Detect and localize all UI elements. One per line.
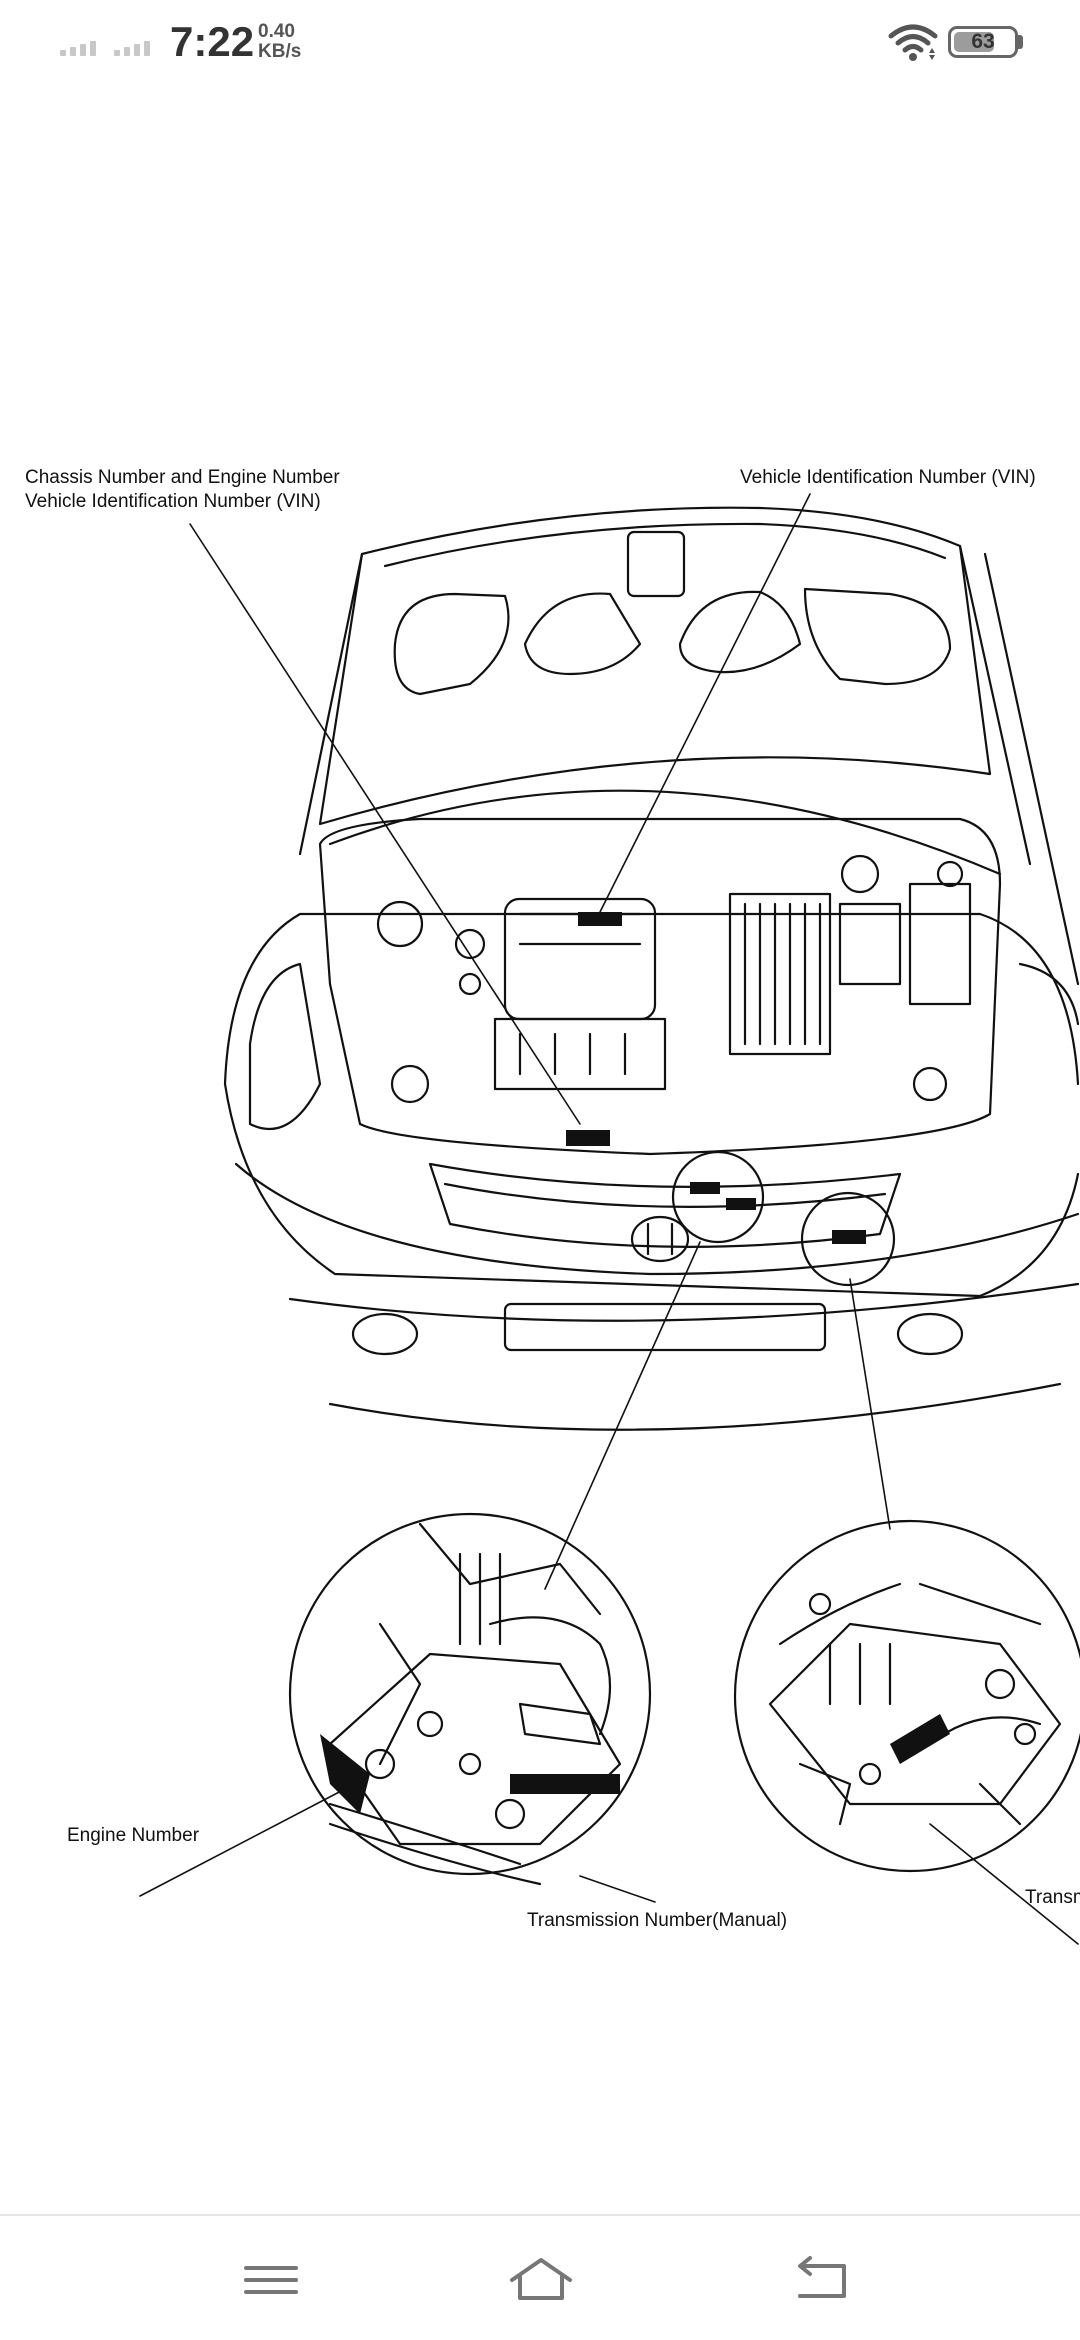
vin-label-left: Vehicle Identification Number (VIN) xyxy=(25,491,321,512)
battery-cap xyxy=(1018,35,1023,49)
battery-fill xyxy=(954,32,994,52)
car-engine-illustration xyxy=(139,493,1080,1945)
signal-icon xyxy=(114,38,154,56)
menu-button[interactable] xyxy=(236,2250,306,2310)
signal-icon xyxy=(60,38,100,56)
network-speed-value: 0.40 xyxy=(258,21,295,42)
home-button[interactable] xyxy=(506,2250,576,2310)
battery-level: 63 xyxy=(971,30,995,53)
status-bar: 7:22 0.40 KB/s 63 xyxy=(0,0,1080,84)
home-icon xyxy=(510,2258,572,2300)
network-speed-unit: KB/s xyxy=(258,41,302,62)
back-icon xyxy=(798,2256,846,2298)
transmission-automatic-label: Transm xyxy=(1025,1887,1080,1908)
battery-icon: 63 xyxy=(948,26,1018,58)
engine-number-label: Engine Number xyxy=(67,1825,200,1846)
navigation-bar xyxy=(0,2214,1080,2340)
wifi-icon xyxy=(888,24,938,67)
transmission-manual-label: Transmission Number(Manual) xyxy=(527,1910,788,1931)
status-time: 7:22 xyxy=(170,18,255,65)
diagram-viewer[interactable]: Chassis Number and Engine Number Vehicle… xyxy=(0,84,1080,2214)
back-button[interactable] xyxy=(786,2250,856,2310)
chassis-engine-number-label: Chassis Number and Engine Number xyxy=(25,467,340,488)
network-speed: 0.40 KB/s xyxy=(258,22,301,62)
vin-label-right: Vehicle Identification Number (VIN) xyxy=(740,467,1036,488)
menu-icon xyxy=(244,2266,298,2294)
